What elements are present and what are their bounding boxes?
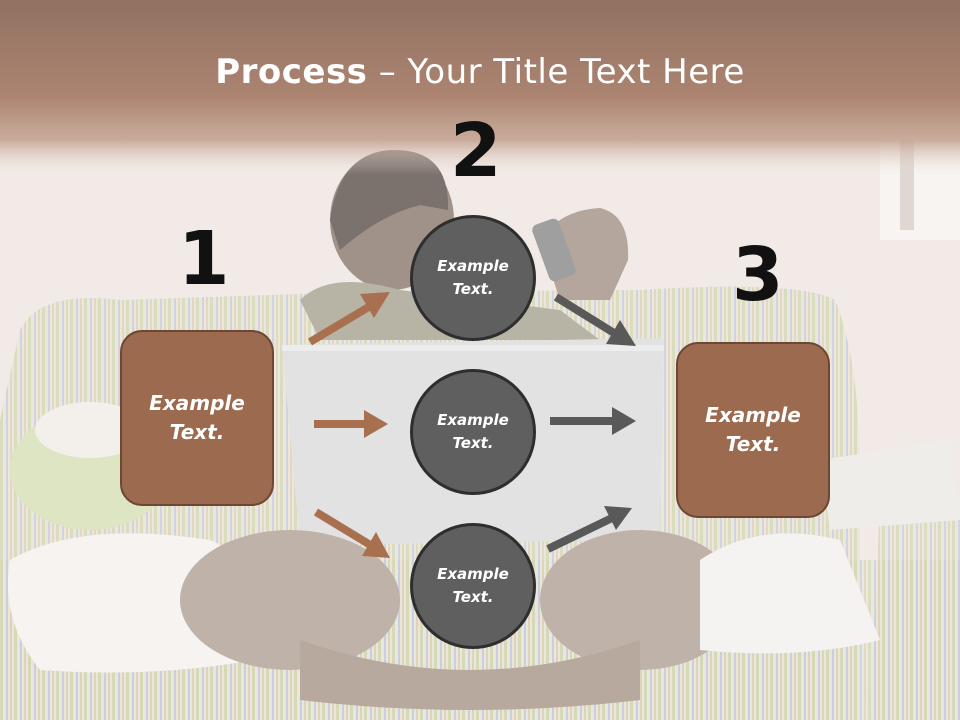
arrow-left-to-middle — [314, 410, 388, 438]
right-box-line2: Text. — [725, 432, 781, 456]
step-number-2: 2 — [450, 108, 502, 194]
arrow-left-to-top — [307, 292, 390, 346]
left-box-line2: Text. — [169, 420, 225, 444]
step-number-3: 3 — [732, 232, 784, 318]
left-box-line1: Example — [149, 391, 245, 415]
circle-bottom-line2: Text. — [452, 588, 494, 606]
title-bold: Process — [215, 52, 368, 92]
arrow-top-to-right — [553, 293, 636, 346]
circle-bottom-line1: Example — [437, 565, 509, 583]
arrow-left-to-bottom — [313, 508, 390, 558]
left-text-box: Example Text. — [120, 330, 274, 506]
right-text-box: Example Text. — [676, 342, 830, 518]
right-box-line1: Example — [705, 403, 801, 427]
circle-bottom: Example Text. — [410, 523, 536, 649]
circle-middle: Example Text. — [410, 369, 536, 495]
slide-title: Process – Your Title Text Here — [0, 52, 960, 92]
arrow-middle-to-right — [550, 407, 636, 435]
circle-top-line2: Text. — [452, 280, 494, 298]
circle-middle-line1: Example — [437, 411, 509, 429]
title-rest: – Your Title Text Here — [378, 52, 745, 92]
step-number-1: 1 — [178, 216, 230, 302]
circle-top-line1: Example — [437, 257, 509, 275]
arrow-bottom-to-right — [546, 506, 632, 553]
circle-top: Example Text. — [410, 215, 536, 341]
circle-middle-line2: Text. — [452, 434, 494, 452]
